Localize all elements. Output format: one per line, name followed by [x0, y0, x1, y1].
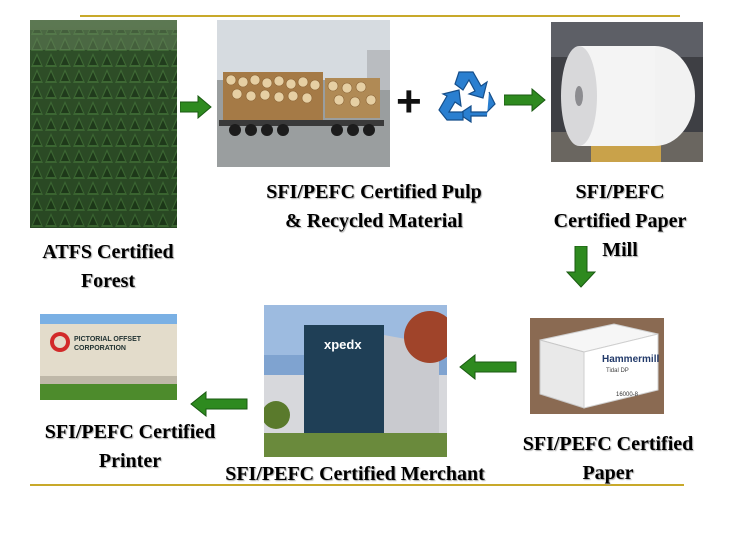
mill-label-line1: SFI/PEFC: [575, 181, 665, 203]
paper-box-brand: Hammermill: [602, 354, 659, 365]
forest-label-line2: Forest: [80, 270, 136, 292]
logging-truck-photo: [217, 20, 390, 167]
arrow-mill-to-paper: [566, 246, 596, 288]
pulp-label: SFI/PEFC Certified Pulp & Recycled Mater…: [224, 178, 524, 236]
paper-box-code: 16000-8: [616, 392, 639, 398]
printer-label: SFI/PEFC Certified Printer: [14, 418, 246, 476]
printer-sign-line1: PICTORIAL OFFSET: [74, 336, 142, 343]
pulp-label-line2: & Recycled Material: [285, 210, 463, 232]
arrow-recycle-to-mill: [504, 88, 546, 112]
paper-box-photo: Hammermill Tidal DP 16000-8: [530, 318, 664, 414]
merchant-warehouse-photo: xpedx: [264, 305, 447, 457]
forest-label-line1: ATFS Certified: [42, 241, 174, 263]
arrow-paper-to-merchant: [459, 354, 517, 380]
mill-label-line3: Mill: [602, 239, 638, 261]
paper-label-line1: SFI/PEFC Certified: [522, 433, 694, 455]
forest-label: ATFS Certified Forest: [10, 238, 206, 296]
paper-mill-photo: [551, 22, 703, 162]
forest-photo: [30, 20, 177, 228]
printer-sign-line2: CORPORATION: [74, 345, 126, 352]
printer-building-photo: PICTORIAL OFFSET CORPORATION: [40, 314, 177, 400]
arrow-forest-to-pulp: [180, 95, 212, 119]
paper-label-line2: Paper: [582, 462, 634, 484]
printer-label-line2: Printer: [98, 450, 162, 472]
top-rule: [80, 15, 680, 17]
bottom-rule: [30, 484, 684, 486]
paper-label: SFI/PEFC Certified Paper: [500, 430, 716, 488]
printer-label-line1: SFI/PEFC Certified: [44, 421, 216, 443]
mill-label: SFI/PEFC Certified Paper Mill: [530, 178, 710, 265]
pulp-label-line1: SFI/PEFC Certified Pulp: [266, 181, 482, 203]
mill-label-line2: Certified Paper: [553, 210, 687, 232]
merchant-sign: xpedx: [324, 337, 362, 352]
merchant-label-line1: SFI/PEFC Certified Merchant: [225, 463, 485, 485]
recycle-icon: [433, 66, 499, 124]
paper-box-subtitle: Tidal DP: [606, 368, 629, 374]
merchant-label: SFI/PEFC Certified Merchant: [192, 460, 518, 489]
arrow-merchant-to-printer: [190, 391, 248, 417]
plus-sign: +: [396, 77, 422, 126]
